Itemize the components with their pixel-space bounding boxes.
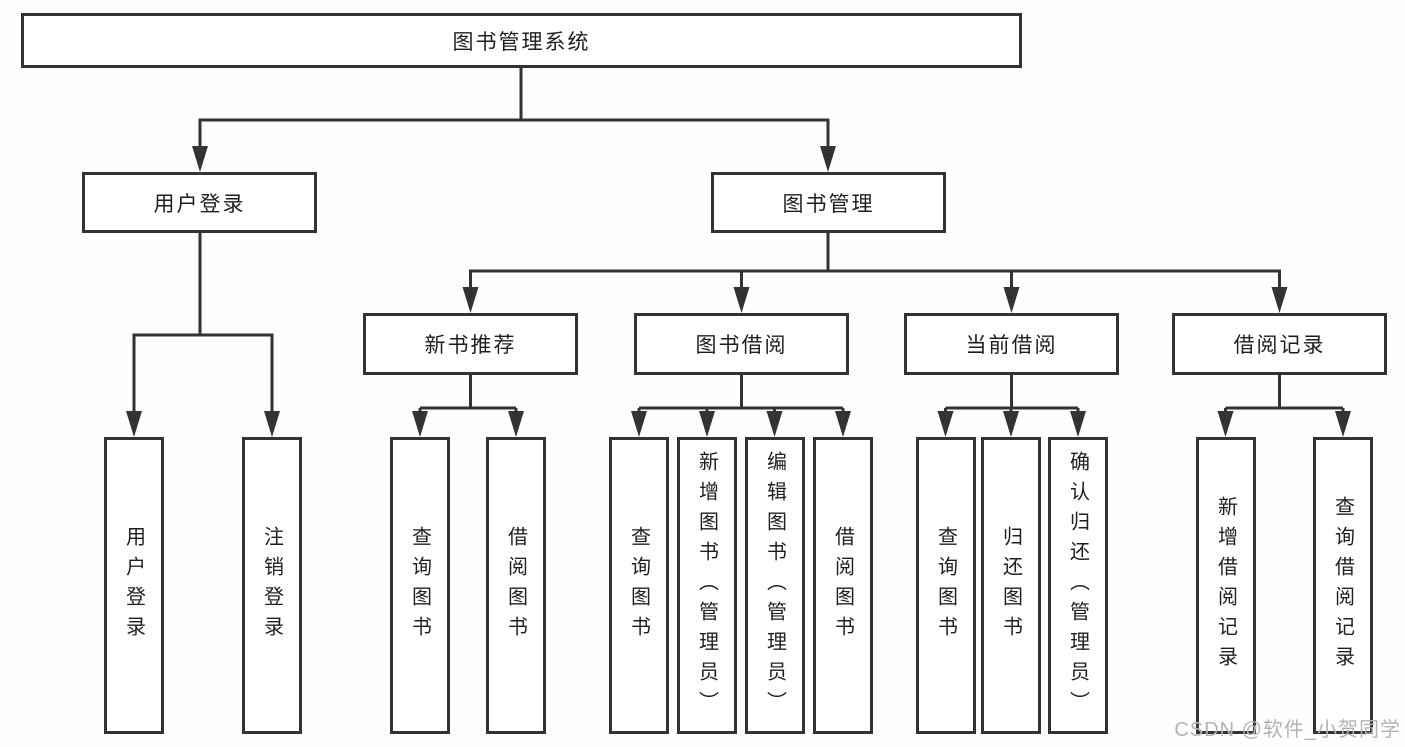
node-library-system-label: 图书管理系统	[452, 30, 591, 54]
leaf-confirm-return-admin: 确认归还（管理员）	[1048, 437, 1108, 734]
leaf-add-book-admin: 新增图书（管理员）	[677, 437, 737, 734]
leaf-edit-book-admin: 编辑图书（管理员）	[745, 437, 805, 734]
leaf-borrow-books-recommend: 借阅图书	[486, 437, 546, 734]
node-borrow-records: 借阅记录	[1172, 313, 1387, 375]
node-current-borrow-label: 当前借阅	[965, 334, 1058, 357]
leaf-query-borrow-record: 查询借阅记录	[1313, 437, 1373, 734]
leaf-add-borrow-record: 新增借阅记录	[1196, 437, 1256, 734]
node-new-book-recommend-label: 新书推荐	[424, 334, 517, 357]
leaf-borrow-books: 借阅图书	[813, 437, 873, 734]
leaf-query-books-borrow: 查询图书	[609, 437, 669, 734]
leaf-logout-login: 注销登录	[242, 437, 302, 734]
leaf-query-books-recommend: 查询图书	[390, 437, 450, 734]
csdn-watermark: CSDN @软件_小贺同学	[1174, 719, 1401, 741]
node-library-system: 图书管理系统	[21, 13, 1022, 68]
node-book-borrow: 图书借阅	[634, 313, 849, 375]
leaf-return-books: 归还图书	[981, 437, 1041, 734]
node-user-login-label: 用户登录	[153, 192, 246, 216]
arrowheads	[126, 146, 1351, 437]
node-new-book-recommend: 新书推荐	[363, 313, 578, 375]
leaf-user-login: 用户登录	[104, 437, 164, 734]
node-current-borrow: 当前借阅	[904, 313, 1119, 375]
node-book-management: 图书管理	[711, 172, 946, 233]
node-book-management-label: 图书管理	[782, 192, 875, 216]
leaf-query-books-current: 查询图书	[916, 437, 976, 734]
node-book-borrow-label: 图书借阅	[695, 334, 788, 357]
node-user-login: 用户登录	[82, 172, 317, 233]
node-borrow-records-label: 借阅记录	[1233, 334, 1326, 357]
